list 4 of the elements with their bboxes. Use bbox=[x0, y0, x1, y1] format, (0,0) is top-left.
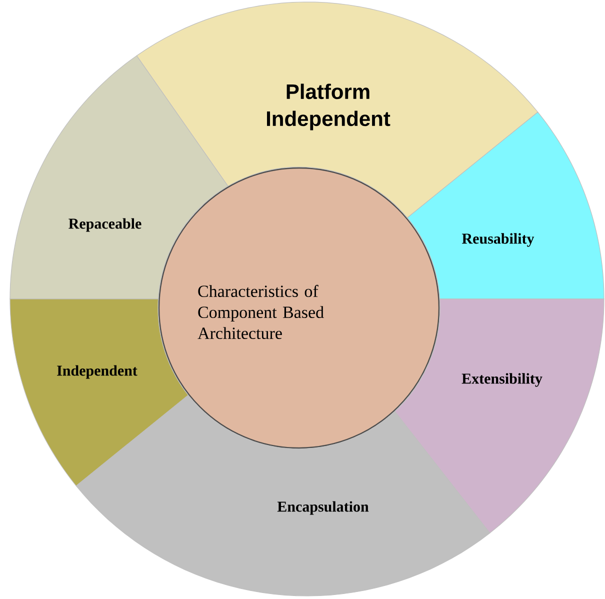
ring-segment: Encapsulation bbox=[76, 394, 490, 596]
ring-segment: Reusability bbox=[406, 112, 604, 300]
ring-segment: Platform Independent bbox=[136, 2, 538, 218]
ring-segment: Independent bbox=[10, 298, 189, 486]
